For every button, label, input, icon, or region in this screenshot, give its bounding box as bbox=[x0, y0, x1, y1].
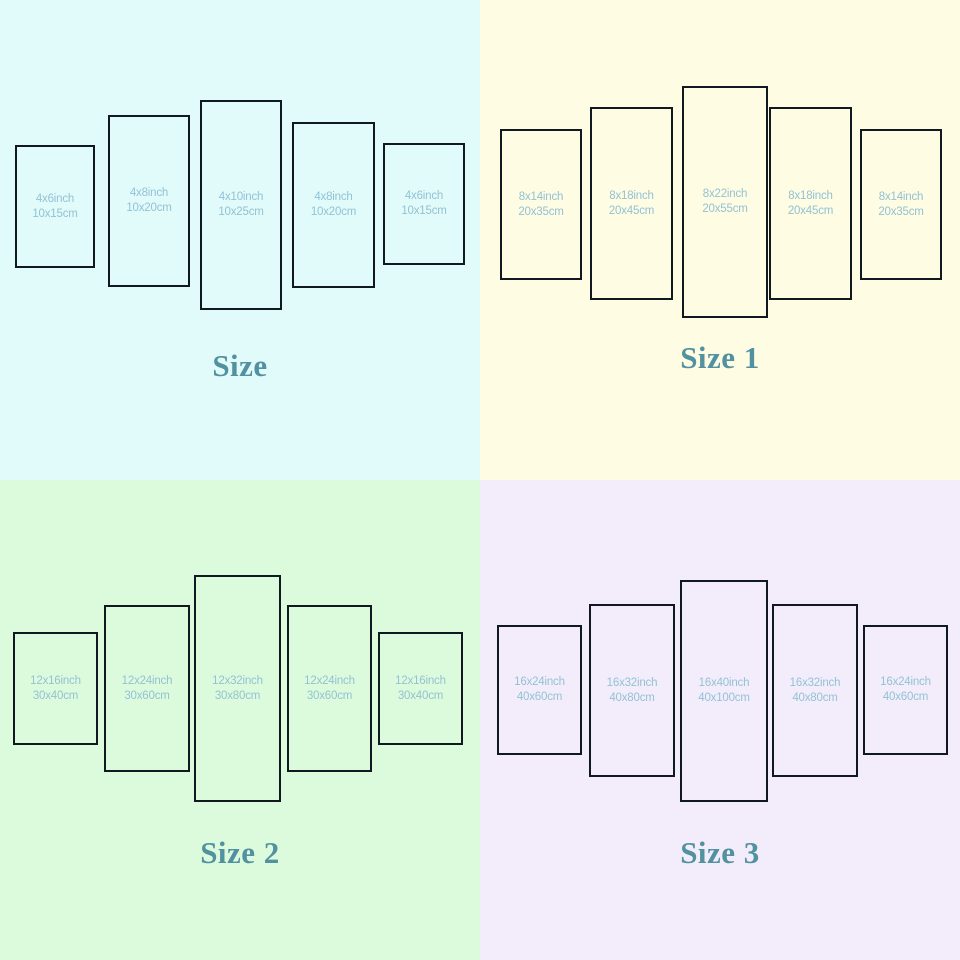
quadrant-title-size-1: Size 1 bbox=[680, 340, 760, 375]
panel-label-cm: 40x80cm bbox=[609, 691, 655, 704]
panel-label: 12x16inch 30x40cm bbox=[30, 674, 81, 703]
panel-size3-5[interactable]: 16x24inch 40x60cm bbox=[863, 625, 948, 755]
panel-label: 8x22inch 20x55cm bbox=[702, 187, 747, 216]
panel-label-cm: 30x40cm bbox=[397, 689, 444, 702]
quadrant-title-size-3: Size 3 bbox=[680, 835, 760, 870]
panel-label-inch: 8x22inch bbox=[702, 188, 748, 201]
panel-label-cm: 10x20cm bbox=[310, 206, 357, 218]
panel-label-cm: 20x55cm bbox=[702, 203, 748, 215]
panel-label-cm: 40x80cm bbox=[792, 691, 838, 704]
panel-label-cm: 10x15cm bbox=[401, 205, 447, 217]
panel-label: 16x24inch 40x60cm bbox=[514, 675, 565, 704]
panel-size1-2[interactable]: 8x18inch 20x45cm bbox=[590, 107, 673, 300]
panel-group-size-2: 12x16inch 30x40cm 12x24inch 30x60cm 12x3… bbox=[0, 480, 480, 960]
panel-label-inch: 12x24inch bbox=[304, 674, 355, 687]
panel-label-inch: 8x18inch bbox=[609, 189, 654, 202]
panel-label: 8x18inch 20x45cm bbox=[788, 189, 833, 218]
panel-label: 4x6inch 10x15cm bbox=[401, 189, 446, 218]
panel-label-inch: 4x6inch bbox=[35, 192, 75, 205]
panel-label-inch: 16x32inch bbox=[789, 676, 841, 689]
panel-size3-2[interactable]: 16x32inch 40x80cm bbox=[589, 604, 675, 777]
panel-label-inch: 8x18inch bbox=[788, 189, 833, 202]
panel-size1-1[interactable]: 8x14inch 20x35cm bbox=[500, 129, 582, 280]
panel-label: 12x32inch 30x80cm bbox=[212, 674, 263, 703]
panel-label-inch: 4x10inch bbox=[218, 191, 264, 204]
panel-label-inch: 12x32inch bbox=[212, 674, 263, 687]
panel-label-inch: 8x14inch bbox=[878, 190, 924, 203]
panel-label-inch: 16x32inch bbox=[606, 676, 658, 689]
panel-label-cm: 10x25cm bbox=[218, 206, 264, 218]
panel-label-cm: 30x80cm bbox=[214, 689, 261, 702]
panel-size2-5[interactable]: 12x16inch 30x40cm bbox=[378, 632, 463, 745]
panel-size1-5[interactable]: 8x14inch 20x35cm bbox=[860, 129, 942, 280]
quadrant-size-2: 12x16inch 30x40cm 12x24inch 30x60cm 12x3… bbox=[0, 480, 480, 960]
panel-label-cm: 20x45cm bbox=[787, 204, 834, 217]
panel-label-cm: 20x45cm bbox=[608, 204, 655, 217]
panel-label: 12x24inch 30x60cm bbox=[304, 674, 355, 703]
panel-label-inch: 4x8inch bbox=[129, 187, 169, 200]
panel-label-cm: 30x60cm bbox=[124, 689, 170, 702]
panel-label-inch: 16x24inch bbox=[514, 676, 565, 689]
quadrant-title-size-2: Size 2 bbox=[200, 835, 280, 870]
panel-group-size: 4x6inch 10x15cm 4x8inch 10x20cm 4x10inch… bbox=[0, 0, 480, 480]
panel-size2-1[interactable]: 12x16inch 30x40cm bbox=[13, 632, 98, 745]
panel-label-inch: 16x24inch bbox=[880, 676, 931, 689]
panel-label: 12x24inch 30x60cm bbox=[122, 674, 173, 703]
panel-label-cm: 30x40cm bbox=[32, 689, 79, 702]
panel-size2-2[interactable]: 12x24inch 30x60cm bbox=[104, 605, 190, 772]
panel-label: 16x32inch 40x80cm bbox=[790, 676, 841, 705]
panel-label-cm: 30x60cm bbox=[306, 689, 353, 702]
panel-label: 16x32inch 40x80cm bbox=[607, 676, 658, 705]
panel-label: 4x8inch 10x20cm bbox=[126, 186, 171, 215]
quadrant-size: 4x6inch 10x15cm 4x8inch 10x20cm 4x10inch… bbox=[0, 0, 480, 480]
panel-label-cm: 40x60cm bbox=[882, 691, 929, 703]
panel-label: 4x6inch 10x15cm bbox=[32, 192, 77, 221]
panel-size-2[interactable]: 4x8inch 10x20cm bbox=[108, 115, 190, 287]
panel-label-cm: 10x20cm bbox=[126, 202, 172, 214]
panel-label-cm: 20x35cm bbox=[518, 205, 564, 218]
panel-size3-1[interactable]: 16x24inch 40x60cm bbox=[497, 625, 582, 755]
panel-label: 16x24inch 40x60cm bbox=[880, 675, 931, 704]
panel-label: 4x8inch 10x20cm bbox=[311, 190, 356, 219]
panel-size-1[interactable]: 4x6inch 10x15cm bbox=[15, 145, 95, 268]
panel-label: 8x14inch 20x35cm bbox=[878, 190, 923, 219]
quadrant-size-3: 16x24inch 40x60cm 16x32inch 40x80cm 16x4… bbox=[480, 480, 960, 960]
panel-label-cm: 40x60cm bbox=[516, 691, 563, 703]
panel-label-inch: 8x14inch bbox=[518, 190, 564, 203]
panel-label: 4x10inch 10x25cm bbox=[218, 190, 263, 219]
quadrant-size-1: 8x14inch 20x35cm 8x18inch 20x45cm 8x22in… bbox=[480, 0, 960, 480]
quadrant-title-size: Size bbox=[212, 348, 268, 383]
panel-group-size-3: 16x24inch 40x60cm 16x32inch 40x80cm 16x4… bbox=[480, 480, 960, 960]
panel-size1-4[interactable]: 8x18inch 20x45cm bbox=[769, 107, 852, 300]
panel-label-cm: 40x100cm bbox=[698, 692, 750, 704]
panel-label-inch: 12x16inch bbox=[395, 674, 446, 687]
panel-size2-4[interactable]: 12x24inch 30x60cm bbox=[287, 605, 372, 772]
panel-size-3[interactable]: 4x10inch 10x25cm bbox=[200, 100, 282, 310]
panel-size3-3[interactable]: 16x40inch 40x100cm bbox=[680, 580, 768, 802]
panel-label: 12x16inch 30x40cm bbox=[395, 674, 446, 703]
panel-size-4[interactable]: 4x8inch 10x20cm bbox=[292, 122, 375, 288]
panel-label-inch: 4x8inch bbox=[314, 191, 353, 204]
panel-label: 8x14inch 20x35cm bbox=[518, 190, 563, 219]
panel-size1-3[interactable]: 8x22inch 20x55cm bbox=[682, 86, 768, 318]
panel-label-cm: 10x15cm bbox=[32, 207, 78, 220]
panel-label: 8x18inch 20x45cm bbox=[609, 189, 654, 218]
panel-group-size-1: 8x14inch 20x35cm 8x18inch 20x45cm 8x22in… bbox=[480, 0, 960, 480]
panel-label: 16x40inch 40x100cm bbox=[698, 676, 750, 705]
panel-size3-4[interactable]: 16x32inch 40x80cm bbox=[772, 604, 858, 777]
panel-label-inch: 12x24inch bbox=[121, 674, 173, 687]
panel-label-inch: 12x16inch bbox=[30, 674, 81, 687]
panel-label-inch: 4x6inch bbox=[404, 190, 444, 203]
panel-size-5[interactable]: 4x6inch 10x15cm bbox=[383, 143, 465, 265]
panel-size2-3[interactable]: 12x32inch 30x80cm bbox=[194, 575, 281, 802]
panel-label-cm: 20x35cm bbox=[878, 205, 924, 218]
panel-label-inch: 16x40inch bbox=[698, 677, 750, 690]
